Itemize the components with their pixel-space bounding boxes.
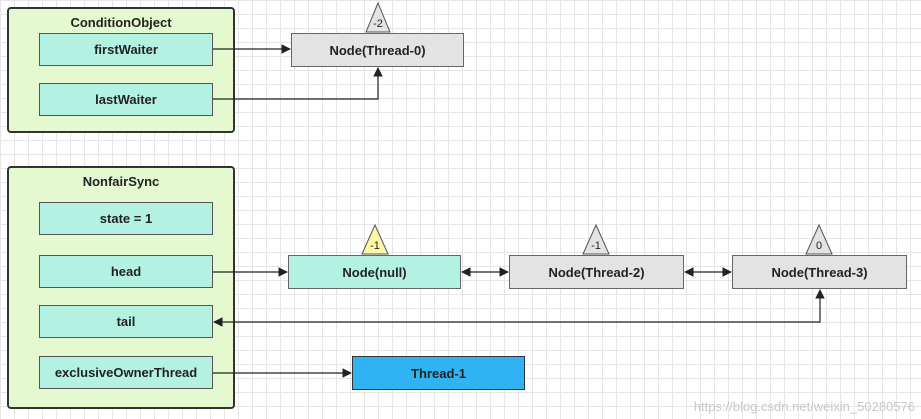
field-tail: tail [39,305,213,338]
status-label-thread-2: -1 [591,240,601,252]
arrow-tail [213,289,825,327]
field-exclusive-owner-thread: exclusiveOwnerThread [39,356,213,389]
watermark-text: https://blog.csdn.net/weixin_50280576 [693,399,915,414]
status-label-null: -1 [370,240,380,252]
node-thread-2: Node(Thread-2) [509,255,684,289]
arrow-last-waiter [213,67,383,100]
nonfair-sync-title: NonfairSync [82,174,160,189]
field-head: head [39,255,213,288]
condition-object-title: ConditionObject [70,15,172,30]
status-triangle-thread-0 [365,1,391,33]
status-triangle-thread-3 [805,223,833,255]
field-last-waiter: lastWaiter [39,83,213,116]
node-thread-3: Node(Thread-3) [732,255,907,289]
thread-1-box: Thread-1 [352,356,525,390]
node-thread-0: Node(Thread-0) [291,33,464,67]
status-label-thread-0: -2 [373,18,383,30]
node-null: Node(null) [288,255,461,289]
status-label-thread-3: 0 [815,240,823,252]
field-first-waiter: firstWaiter [39,33,213,66]
status-triangle-null [361,223,389,255]
field-state: state = 1 [39,202,213,235]
status-triangle-thread-2 [582,223,610,255]
